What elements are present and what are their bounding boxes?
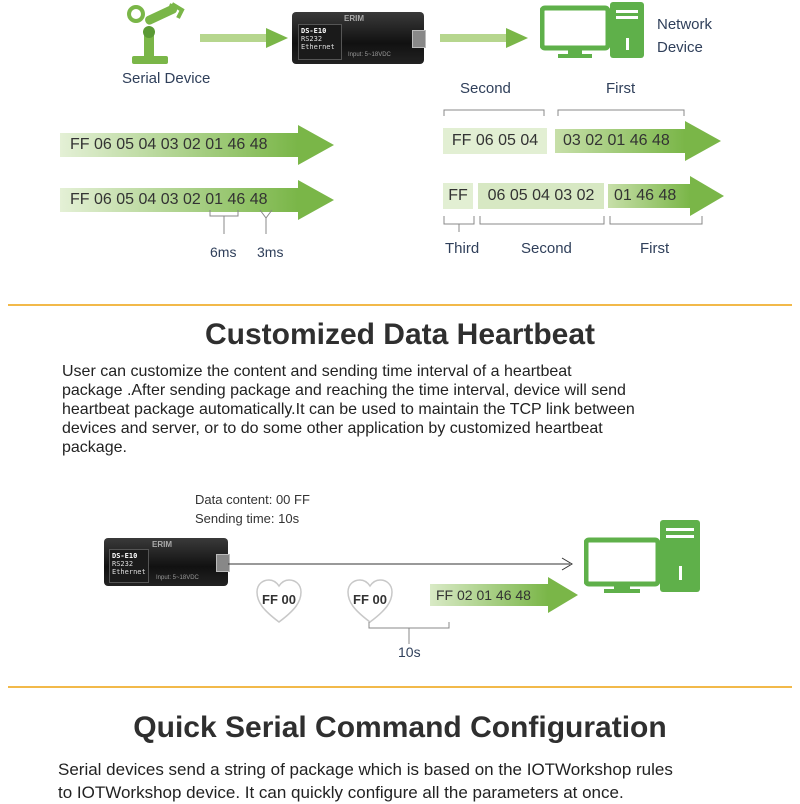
heartbeat-packet-arrow	[430, 577, 578, 613]
heartbeat-packet-text: FF 02 01 46 48	[436, 587, 531, 603]
packet-arrow-1	[60, 125, 334, 165]
split3-segment-second: 06 05 04 03 02	[478, 183, 604, 209]
robot-arm-icon	[127, 2, 185, 64]
device-label-panel: DS-E10 RS232 Ethernet	[298, 24, 342, 60]
heartbeat-computer-icon	[584, 520, 700, 593]
heartbeat-line-1: User can customize the content and sendi…	[62, 363, 572, 380]
ethernet-port	[412, 30, 426, 48]
heartbeat-connection-line	[228, 557, 573, 571]
interval-brackets	[209, 209, 273, 234]
serial-ethernet-converter: ERIM DS-E10 RS232 Ethernet Input: 5~18VD…	[292, 12, 426, 64]
heartbeat-device-model: DS-E10	[112, 552, 138, 560]
data-content-label: Data content: 00 FF	[195, 492, 310, 507]
heartbeat-device-panel: DS-E10 RS232 Ethernet	[109, 549, 149, 583]
quick-line-1: Serial devices send a string of package …	[58, 760, 673, 779]
heartbeat-line-4: devices and server, or to do some other …	[62, 420, 603, 437]
heartbeat-interval-label: 10s	[398, 644, 421, 660]
heartbeat-device-input: Input: 5~18VDC	[156, 575, 199, 581]
device-brand: ERIM	[344, 14, 364, 23]
device-eth: Ethernet	[301, 43, 335, 51]
device-model: DS-E10	[301, 27, 327, 35]
heartbeat-device-rs: RS232	[112, 560, 134, 568]
packet-1-text: FF 06 05 04 03 02 01 46 48	[70, 136, 268, 153]
split3-segment-first: 01 46 48	[614, 187, 677, 204]
split3-segment-third: FF	[443, 183, 473, 209]
split2-segment-first: 03 02 01 46 48	[563, 132, 670, 149]
interval-6ms: 6ms	[210, 244, 237, 260]
heartbeat-device-brand: ERIM	[152, 540, 172, 549]
device-rs: RS232	[301, 35, 323, 43]
sending-time-label: Sending time: 10s	[195, 511, 300, 526]
heartbeat-paragraph: User can customize the content and sendi…	[62, 362, 762, 457]
split3-arrow-first	[608, 176, 724, 216]
heartbeat-device-eth: Ethernet	[112, 568, 146, 576]
section-divider-2	[8, 686, 792, 688]
quick-config-paragraph: Serial devices send a string of package …	[58, 758, 778, 804]
split2-segment-second: FF 06 05 04	[443, 128, 547, 154]
split3-second-label: Second	[521, 240, 572, 257]
heartbeat-title: Customized Data Heartbeat	[204, 318, 596, 351]
split3-first-label: First	[640, 240, 670, 257]
split3-brackets	[443, 216, 703, 232]
heart-icon	[347, 579, 393, 623]
heartbeat-converter-device: ERIM DS-E10 RS232 Ethernet Input: 5~18VD…	[104, 538, 230, 586]
heartbeat-line-5: package.	[62, 439, 127, 456]
packet-arrow-2	[60, 180, 334, 220]
heartbeat-interval-bracket	[368, 622, 450, 644]
section-divider-1	[8, 304, 792, 306]
flow-arrow-right	[440, 28, 528, 48]
heart-icon	[256, 579, 302, 623]
heartbeat-ethernet-port	[216, 554, 230, 572]
device-input: Input: 5~18VDC	[348, 52, 391, 58]
quick-config-title: Quick Serial Command Configuration	[133, 711, 667, 744]
split2-arrow-first	[555, 121, 721, 161]
heartbeat-line-3: heartbeat package automatically.It can b…	[62, 401, 635, 418]
split2-first-label: First	[606, 80, 636, 97]
network-device-label-line1: Network	[657, 16, 713, 33]
heart-2-label: FF 00	[353, 592, 387, 607]
heart-1-label: FF 00	[262, 592, 296, 607]
serial-device-label: Serial Device	[122, 70, 211, 87]
packet-2-text: FF 06 05 04 03 02 01 46 48	[70, 191, 268, 208]
split3-third-label: Third	[445, 240, 480, 257]
network-device-label-line2: Device	[657, 39, 703, 56]
quick-line-2: to IOTWorkshop device. It can quickly co…	[58, 783, 624, 802]
interval-3ms: 3ms	[257, 244, 284, 260]
heartbeat-line-2: package .After sending package and reach…	[62, 382, 626, 399]
split2-second-label: Second	[460, 80, 511, 97]
flow-arrow-left	[200, 28, 288, 48]
split2-brackets	[443, 109, 685, 116]
computer-icon	[540, 2, 644, 58]
